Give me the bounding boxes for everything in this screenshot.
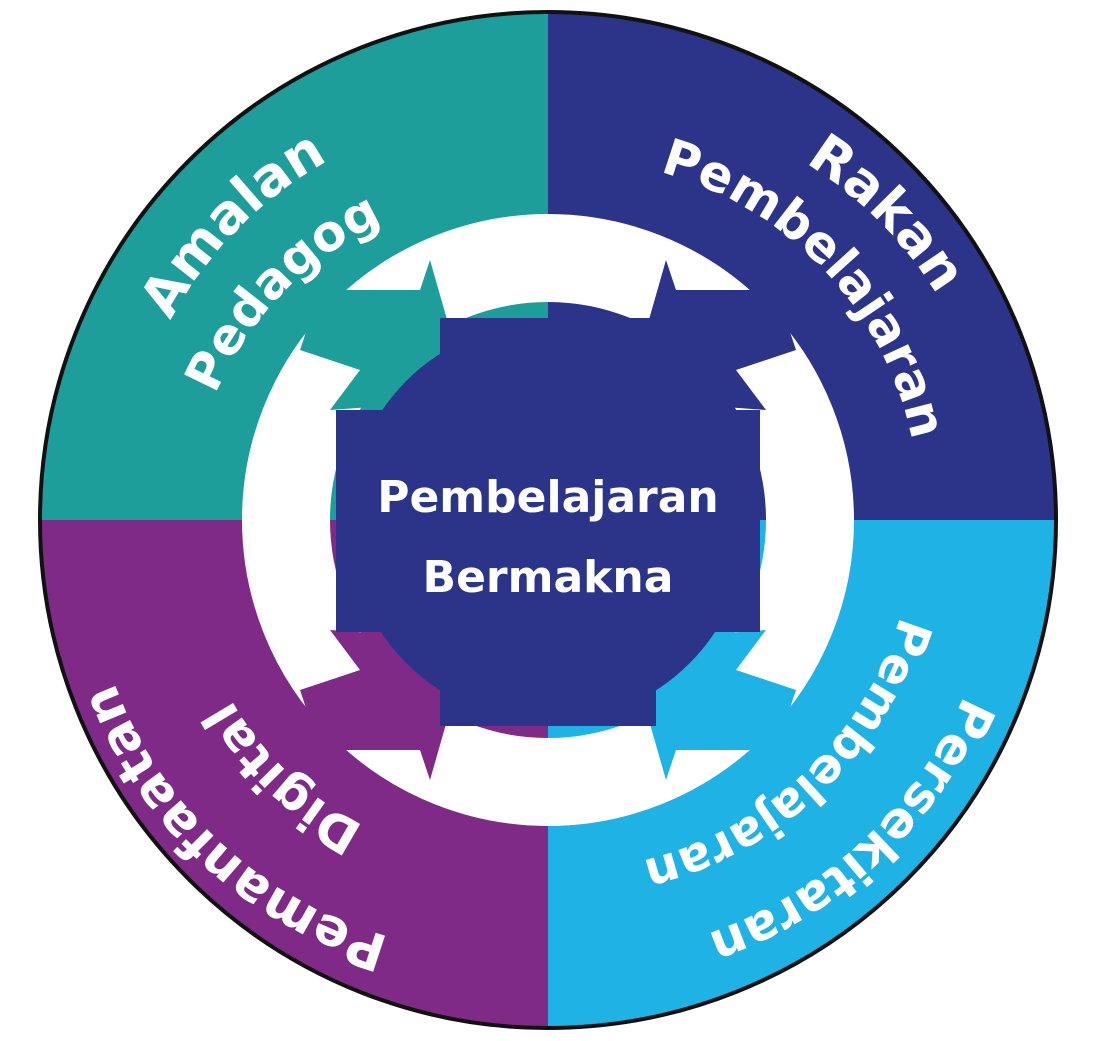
center-title-line2: Bermakna [423, 552, 674, 603]
center-core [348, 322, 748, 722]
outer-ring-outline [38, 10, 1058, 1030]
center-title-line1: Pembelajaran [377, 472, 719, 523]
cycle-ring [242, 214, 854, 826]
